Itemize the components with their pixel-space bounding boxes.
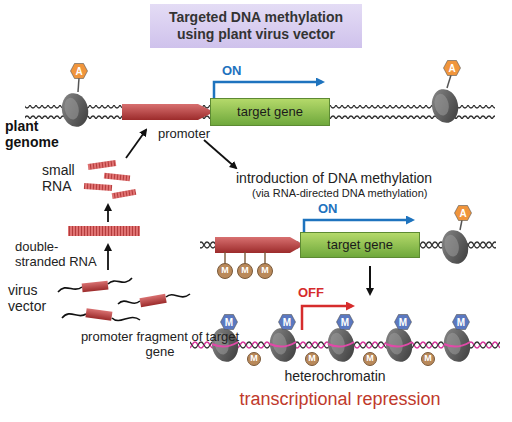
dna-methyl-mark: M [421, 352, 435, 366]
node-text: A [448, 63, 455, 74]
node-text: M [341, 317, 349, 328]
histone-methyl-mark: M [278, 314, 296, 330]
dna-methyl-mark: M [217, 263, 233, 279]
node-text: target gene [237, 105, 303, 119]
acetylation-mark: A [70, 63, 88, 79]
node-text: M [457, 317, 465, 328]
node-text: M [225, 317, 233, 328]
node-text: M [283, 317, 291, 328]
dna-methyl-mark: M [247, 352, 261, 366]
gene-box: target gene [210, 98, 330, 126]
node-text: A [459, 208, 466, 219]
text-label: heterochromatin [268, 368, 402, 384]
node-text: A [75, 66, 82, 77]
histone-methyl-mark: M [394, 314, 412, 330]
dna-methyl-mark: M [363, 352, 377, 366]
text-label: promoter [158, 127, 228, 142]
text-label: ON [222, 64, 252, 79]
histone-methyl-mark: M [452, 314, 470, 330]
text-label: plant genome [5, 118, 65, 150]
title-band: Targeted DNA methylation using plant vir… [150, 4, 362, 48]
text-label: introduction of DNA methylation [236, 170, 508, 186]
node-text: M [366, 354, 374, 364]
node-text: M [399, 317, 407, 328]
histone-methyl-mark: M [220, 314, 238, 330]
node-text: target gene [327, 238, 393, 252]
dna-methyl-mark: M [237, 263, 253, 279]
text-label: OFF [298, 286, 338, 301]
text-label: ON [318, 202, 348, 217]
dna-methyl-mark: M [305, 352, 319, 366]
text-label: transcriptional repression [205, 389, 475, 410]
node-text: M [241, 266, 249, 276]
text-label: small RNA [42, 162, 87, 194]
gene-box: target gene [300, 232, 420, 258]
histone-methyl-mark: M [336, 314, 354, 330]
dna-methyl-mark: M [257, 263, 273, 279]
node-text: M [221, 266, 229, 276]
text-label: virus vector [8, 282, 58, 314]
node-text: M [424, 354, 432, 364]
node-text: M [308, 354, 316, 364]
node-text: M [250, 354, 258, 364]
title-text: Targeted DNA methylation using plant vir… [162, 9, 350, 43]
text-label: double-stranded RNA [15, 240, 107, 270]
text-label: promoter fragment of target gene [80, 330, 240, 360]
acetylation-mark: A [443, 60, 461, 76]
acetylation-mark: A [454, 205, 472, 221]
node-text: M [261, 266, 269, 276]
text-label: (via RNA-directed DNA methylation) [252, 187, 502, 200]
